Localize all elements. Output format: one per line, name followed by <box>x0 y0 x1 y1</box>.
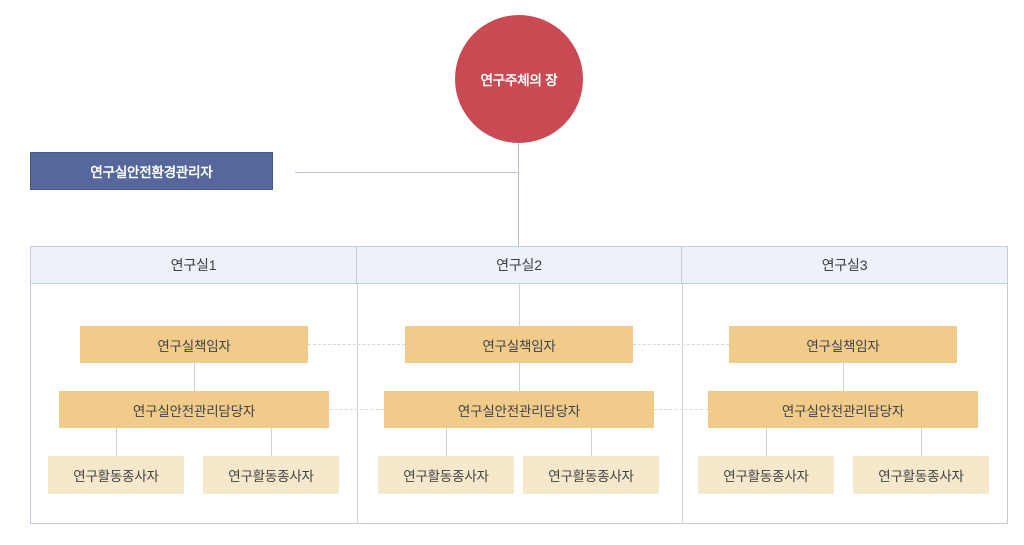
lab2-header: 연구실2 <box>357 247 682 283</box>
lab3-worker-box-1: 연구활동종사자 <box>698 456 834 494</box>
connector-lab3-officer-worker1 <box>766 428 767 456</box>
dashed-connector-officer-1-2 <box>329 409 384 410</box>
lab3-leader-label: 연구실책임자 <box>806 338 880 354</box>
dashed-connector-leader-2-3 <box>633 344 729 345</box>
lab1-worker-label-1: 연구활동종사자 <box>73 469 159 484</box>
lab1-worker-box-1: 연구활동종사자 <box>48 456 184 494</box>
dashed-connector-officer-2-3 <box>654 409 708 410</box>
safety-env-manager-label: 연구실안전환경관리자 <box>90 165 213 180</box>
labs-panel: 연구실1 연구실2 연구실3 <box>30 246 1008 524</box>
column-divider-2 <box>682 284 683 523</box>
lab2-leader-box: 연구실책임자 <box>405 326 633 363</box>
connector-manager-to-trunk <box>295 172 518 173</box>
lab3-safety-officer-box: 연구실안전관리담당자 <box>708 391 978 428</box>
connector-lab3-officer-worker2 <box>921 428 922 456</box>
connector-lab2-officer-worker2 <box>591 428 592 456</box>
lab2-title: 연구실2 <box>496 257 542 273</box>
root-node: 연구주체의 장 <box>455 15 583 143</box>
lab1-leader-box: 연구실책임자 <box>80 326 308 363</box>
lab2-worker-box-1: 연구활동종사자 <box>378 456 514 494</box>
lab1-worker-label-2: 연구활동종사자 <box>228 469 314 484</box>
connector-root-to-panel <box>518 142 519 246</box>
lab1-title: 연구실1 <box>170 257 217 273</box>
lab2-safety-officer-label: 연구실안전관리담당자 <box>457 403 581 419</box>
connector-lab1-officer-worker2 <box>271 428 272 456</box>
connector-lab1-leader-officer <box>194 363 195 391</box>
lab2-worker-label-1: 연구활동종사자 <box>403 469 489 484</box>
root-node-label: 연구주체의 장 <box>480 73 558 88</box>
safety-env-manager-node: 연구실안전환경관리자 <box>30 152 273 190</box>
lab2-worker-label-2: 연구활동종사자 <box>548 469 634 484</box>
lab3-worker-label-1: 연구활동종사자 <box>723 469 809 484</box>
connector-lab2-leader-officer <box>519 363 520 391</box>
lab3-worker-label-2: 연구활동종사자 <box>878 469 964 484</box>
lab-headers-row: 연구실1 연구실2 연구실3 <box>31 247 1007 284</box>
lab2-safety-officer-box: 연구실안전관리담당자 <box>384 391 654 428</box>
lab3-worker-box-2: 연구활동종사자 <box>853 456 989 494</box>
lab2-worker-box-2: 연구활동종사자 <box>523 456 659 494</box>
lab1-safety-officer-label: 연구실안전관리담당자 <box>132 403 256 419</box>
connector-lab1-officer-worker1 <box>116 428 117 456</box>
connector-lab3-leader-officer <box>843 363 844 391</box>
column-divider-1 <box>357 284 358 523</box>
lab3-safety-officer-label: 연구실안전관리담당자 <box>781 403 905 419</box>
lab3-header: 연구실3 <box>682 247 1007 283</box>
lab1-header: 연구실1 <box>31 247 357 283</box>
lab1-worker-box-2: 연구활동종사자 <box>203 456 339 494</box>
lab1-leader-label: 연구실책임자 <box>157 338 231 354</box>
connector-lab2-officer-worker1 <box>446 428 447 456</box>
lab3-leader-box: 연구실책임자 <box>729 326 957 363</box>
connector-trunk-to-lab2-leader <box>519 284 520 326</box>
dashed-connector-leader-1-2 <box>308 344 405 345</box>
lab1-safety-officer-box: 연구실안전관리담당자 <box>59 391 329 428</box>
lab3-title: 연구실3 <box>821 257 868 273</box>
lab2-leader-label: 연구실책임자 <box>482 338 556 354</box>
